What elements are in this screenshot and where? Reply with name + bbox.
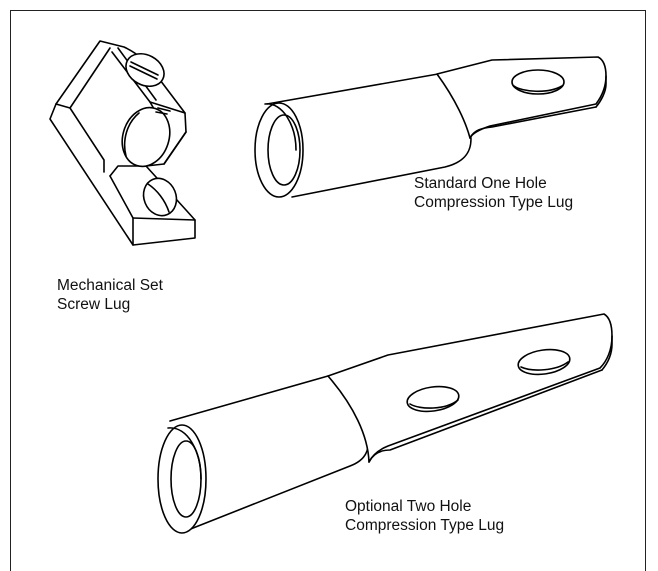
two-hole-compression-lug-drawing [157,313,613,534]
mechanical-lug-caption-line1: Mechanical Set [57,277,163,294]
one-hole-lug-caption-line2: Compression Type Lug [414,194,574,211]
mechanical-set-screw-lug-drawing [49,40,196,246]
figure-border [10,10,646,571]
two-hole-lug-caption-line2: Compression Type Lug [345,517,505,534]
one-hole-lug-caption: Standard One Hole Compression Type Lug [414,174,573,212]
one-hole-lug-caption-line1: Standard One Hole [414,175,547,192]
mechanical-lug-caption-line2: Screw Lug [57,296,131,313]
two-hole-lug-caption: Optional Two Hole Compression Type Lug [345,497,504,535]
two-hole-lug-caption-line1: Optional Two Hole [345,498,472,515]
mechanical-lug-caption: Mechanical Set Screw Lug [57,276,163,314]
one-hole-compression-lug-drawing [254,56,607,198]
